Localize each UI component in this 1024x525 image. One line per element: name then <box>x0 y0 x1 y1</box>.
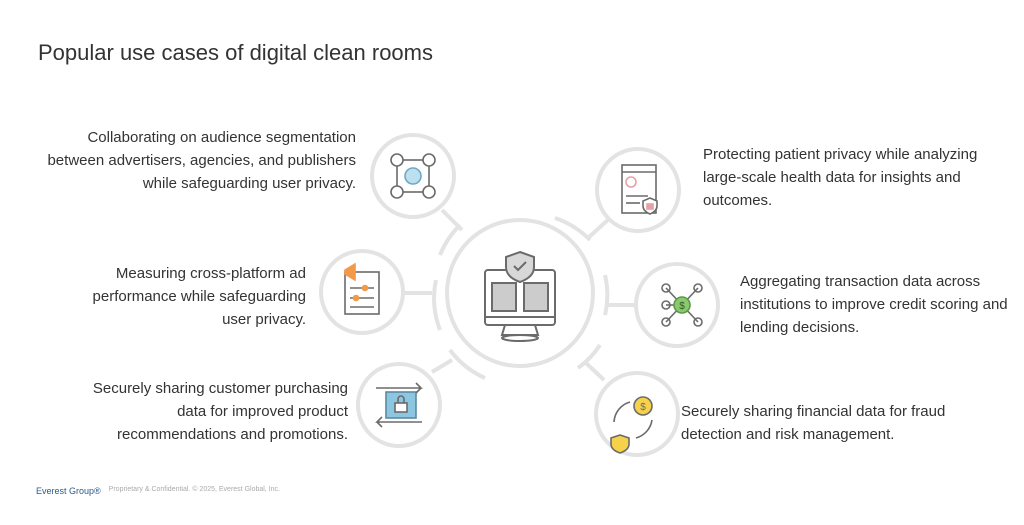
use-case-circle <box>594 371 680 457</box>
locked-folder-transfer-icon <box>375 382 423 428</box>
footer: Everest Group® Proprietary & Confidentia… <box>36 482 280 497</box>
svg-text:$: $ <box>679 301 685 312</box>
use-case-text: Collaborating on audience segmentation b… <box>47 129 356 192</box>
use-case-circle <box>319 249 405 335</box>
dollar-network-icon: $ <box>661 283 703 327</box>
network-gear-icon <box>390 153 436 199</box>
use-case-circle <box>634 262 720 348</box>
use-case-text: Protecting patient privacy while analyzi… <box>703 146 978 209</box>
secure-monitor-exchange-icon <box>484 250 556 342</box>
health-record-lock-icon <box>621 164 658 215</box>
company-logo: Everest Group® <box>36 486 101 496</box>
use-case-circle <box>370 133 456 219</box>
use-case-circle <box>595 147 681 233</box>
use-case-text: Securely sharing customer purchasing dat… <box>92 380 348 443</box>
page-title: Popular use cases of digital clean rooms <box>38 40 433 65</box>
legal-text: Proprietary & Confidential. © 2025, Ever… <box>108 485 280 493</box>
megaphone-checklist-icon <box>344 262 380 315</box>
svg-text:$: $ <box>640 402 646 413</box>
center-circle <box>445 218 595 368</box>
use-case-text: Measuring cross-platform ad performance … <box>92 265 306 328</box>
use-case-circle <box>356 362 442 448</box>
use-case-text: Aggregating transaction data across inst… <box>740 273 1008 336</box>
use-case-text: Securely sharing financial data for frau… <box>681 403 946 443</box>
shield-dollar-cycle-icon: $ <box>610 396 653 454</box>
